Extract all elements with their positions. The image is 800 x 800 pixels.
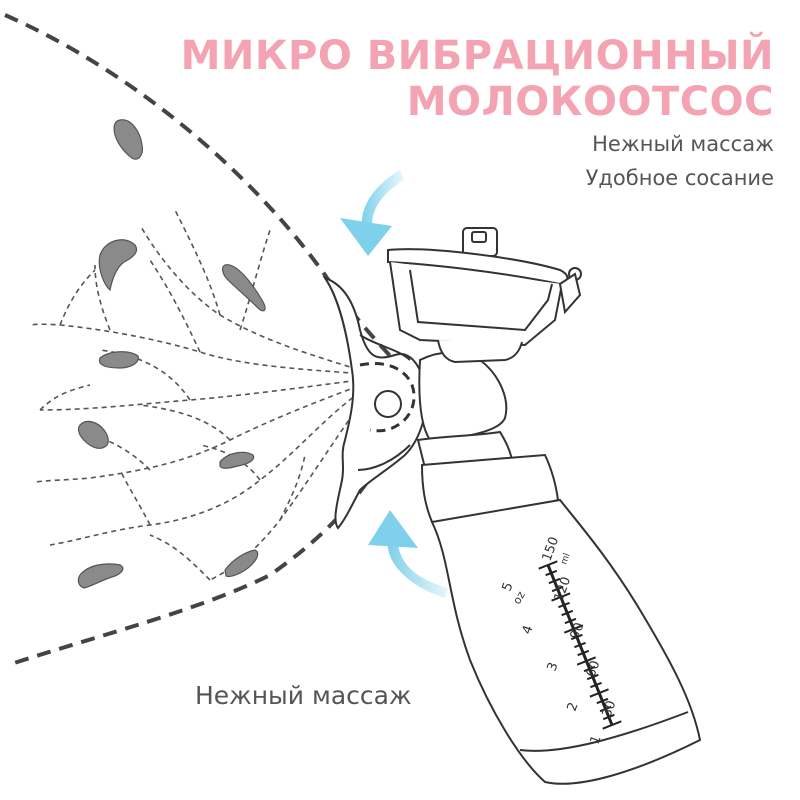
scale-tick	[545, 569, 558, 577]
scale-tick	[576, 656, 597, 666]
ml-mark-90: 90	[568, 621, 588, 642]
valve-circle	[374, 390, 402, 418]
lobe-7	[77, 563, 124, 589]
scale-tick	[589, 688, 609, 698]
lobe-8	[224, 549, 259, 578]
scale-labels: ml oz 150 120 90 60 30 5 4 3 2 1	[500, 535, 620, 746]
lobe-4	[98, 351, 139, 369]
scale-tick	[551, 592, 571, 602]
nipple-outline	[359, 362, 416, 433]
feature-gentle-massage: Нежный массаж	[592, 132, 774, 156]
page-title-line-1: МИКРО ВИБРАЦИОННЫЙ	[180, 33, 774, 79]
feature-comfortable-suction: Удобное сосание	[585, 166, 774, 190]
ml-mark-60: 60	[584, 659, 604, 680]
scale-tick	[574, 641, 586, 649]
lobe-6	[219, 451, 255, 469]
scale-tick	[602, 720, 622, 730]
milk-lobes	[77, 119, 266, 589]
scale-tick	[596, 697, 609, 705]
lobe-1	[113, 119, 143, 160]
ml-mark-30: 30	[600, 699, 620, 720]
scale-tick	[563, 624, 584, 634]
scale-tick	[590, 681, 602, 689]
scale-tick	[577, 649, 590, 657]
scale-tick	[570, 633, 583, 641]
oz-unit-label: oz	[510, 589, 528, 607]
scale-tick	[599, 705, 612, 713]
breast-outline	[4, 13, 415, 667]
pump-cap	[387, 227, 582, 364]
milk-duct-network	[29, 209, 376, 581]
massage-arrow-bottom	[368, 510, 448, 598]
massage-arrow-top	[340, 170, 404, 256]
page-title-line-2: МОЛОКООТСОС	[406, 79, 774, 125]
scale-tick	[558, 601, 570, 609]
lobe-2	[98, 239, 138, 292]
scale-tick	[602, 713, 615, 721]
scale-tick	[538, 560, 558, 570]
scale-tick	[564, 617, 577, 625]
lobe-3	[222, 264, 266, 312]
lobe-5	[77, 420, 109, 449]
scale-tick	[548, 577, 561, 585]
scale-tick	[551, 585, 564, 593]
bottle-body	[430, 498, 702, 785]
scale-ticks	[538, 560, 622, 730]
scale-tick	[561, 609, 574, 617]
bottom-caption: Нежный массаж	[195, 681, 412, 710]
scale-tick	[586, 673, 599, 681]
ml-unit-label: ml	[559, 552, 572, 566]
pump-connector	[418, 351, 508, 442]
scale-tick	[583, 665, 596, 673]
